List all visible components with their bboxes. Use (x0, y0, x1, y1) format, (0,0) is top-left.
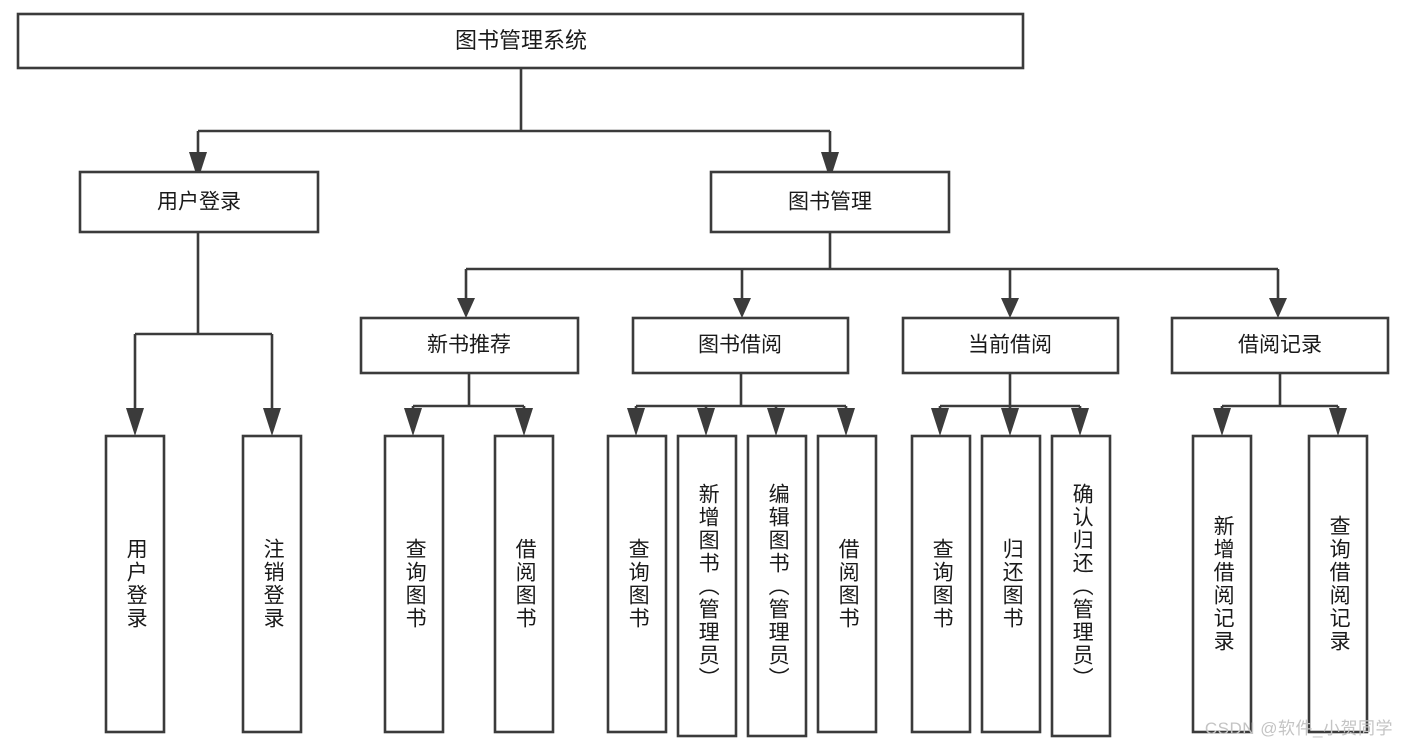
node-book-management-label: 图书管理 (788, 191, 872, 214)
arrowhead-icon-leaf-user-login-1 (126, 408, 144, 436)
leaf-box-borrow-edit[interactable] (746, 434, 808, 738)
arrowhead-icon-borrow-record (1269, 298, 1287, 318)
leaf-box-record-add[interactable] (1191, 434, 1253, 734)
leaf-box-borrow-lend[interactable] (816, 434, 878, 734)
node-new-book-recommend-box[interactable] (359, 316, 580, 375)
arrowhead-icon-leaf-record-2 (1329, 408, 1347, 436)
arrowhead-icon-book-borrow (733, 298, 751, 318)
arrowhead-icon-new-book (457, 298, 475, 318)
leaf-box-group (104, 434, 1369, 738)
node-current-borrow-box[interactable] (901, 316, 1120, 375)
leaf-box-borrow-query[interactable] (606, 434, 668, 734)
node-book-borrow-box[interactable] (631, 316, 850, 375)
arrowhead-icon-leaf-borrow-1 (627, 408, 645, 436)
leaf-box-current-return[interactable] (980, 434, 1042, 734)
arrowhead-icon-leaf-current-1 (931, 408, 949, 436)
node-user-login[interactable]: 用户登录 (78, 170, 320, 234)
arrowhead-icon-leaf-current-2 (1001, 408, 1019, 436)
arrowhead-icon-leaf-borrow-2 (697, 408, 715, 436)
node-borrow-record[interactable]: 借阅记录 (1170, 316, 1390, 375)
arrowhead-icon-leaf-borrow-4 (837, 408, 855, 436)
node-new-book-recommend[interactable]: 新书推荐 (359, 316, 580, 375)
arrowhead-icon-leaf-borrow-3 (767, 408, 785, 436)
node-user-login-label: 用户登录 (157, 191, 241, 214)
arrowhead-icon-leaf-newbook-2 (515, 408, 533, 436)
leaf-box-user-login[interactable] (104, 434, 166, 734)
leaf-box-borrow-add[interactable] (676, 434, 738, 738)
leaf-box-current-confirm[interactable] (1050, 434, 1112, 738)
arrowhead-group (126, 152, 1347, 436)
arrowhead-icon-current-borrow (1001, 298, 1019, 318)
leaf-box-newbook-query[interactable] (383, 434, 445, 734)
leaf-box-current-query[interactable] (910, 434, 972, 734)
node-current-borrow-label: 当前借阅 (968, 334, 1052, 357)
arrowhead-icon-user-login (189, 152, 207, 180)
node-book-borrow-label: 图书借阅 (698, 334, 782, 357)
arrowhead-icon-leaf-user-login-2 (263, 408, 281, 436)
node-new-book-recommend-label: 新书推荐 (427, 334, 511, 357)
leaf-box-logout[interactable] (241, 434, 303, 734)
node-borrow-record-label: 借阅记录 (1238, 334, 1322, 357)
node-book-management-box[interactable] (709, 170, 951, 234)
arrowhead-icon-book-mgmt (821, 152, 839, 180)
arrowhead-icon-leaf-record-1 (1213, 408, 1231, 436)
node-user-login-box[interactable] (78, 170, 320, 234)
node-root[interactable]: 图书管理系统 (16, 12, 1025, 70)
leaf-box-record-query[interactable] (1307, 434, 1369, 734)
node-root-box[interactable] (16, 12, 1025, 70)
arrowhead-icon-leaf-current-3 (1071, 408, 1089, 436)
node-root-label: 图书管理系统 (455, 28, 587, 53)
leaf-box-newbook-borrow[interactable] (493, 434, 555, 734)
arrowhead-icon-leaf-newbook-1 (404, 408, 422, 436)
node-book-borrow[interactable]: 图书借阅 (631, 316, 850, 375)
node-borrow-record-box[interactable] (1170, 316, 1390, 375)
node-book-management[interactable]: 图书管理 (709, 170, 951, 234)
csdn-watermark: CSDN @软件_小贺同学 (1204, 719, 1393, 738)
node-current-borrow[interactable]: 当前借阅 (901, 316, 1120, 375)
